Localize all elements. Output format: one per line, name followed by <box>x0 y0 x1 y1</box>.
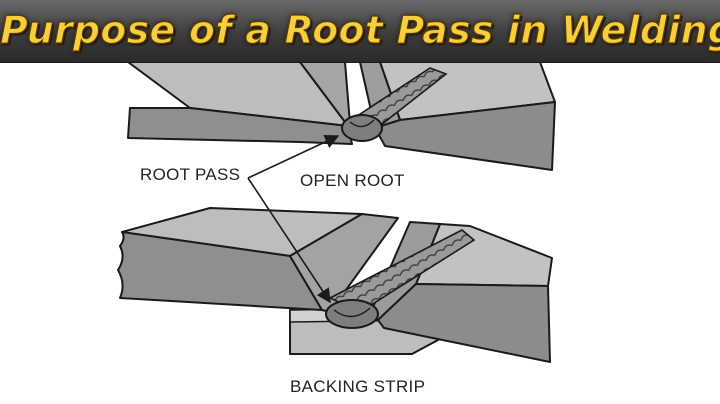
bottom-right-plate-face <box>377 283 551 363</box>
label-open-root: OPEN ROOT <box>300 171 405 190</box>
title-banner: Purpose of a Root Pass in Welding <box>0 0 720 63</box>
arrow-to-backing-strip-root <box>247 177 331 304</box>
root-pass-leaders <box>247 134 340 304</box>
top-root-pass-section <box>341 114 383 142</box>
arrow-to-open-root <box>247 134 340 179</box>
label-root-pass: ROOT PASS <box>140 165 240 184</box>
bottom-root-pass-section <box>325 299 379 329</box>
page-title: Purpose of a Root Pass in Welding <box>0 7 720 52</box>
open-root-joint <box>127 62 556 171</box>
weld-diagram: ROOT PASS OPEN ROOT BACKING STRIP <box>117 62 556 396</box>
bottom-left-plate-face <box>117 231 323 311</box>
backing-strip-joint <box>117 207 553 363</box>
top-right-plate-face <box>374 101 556 171</box>
top-left-plate-face <box>127 107 353 145</box>
label-backing-strip: BACKING STRIP <box>290 377 425 396</box>
